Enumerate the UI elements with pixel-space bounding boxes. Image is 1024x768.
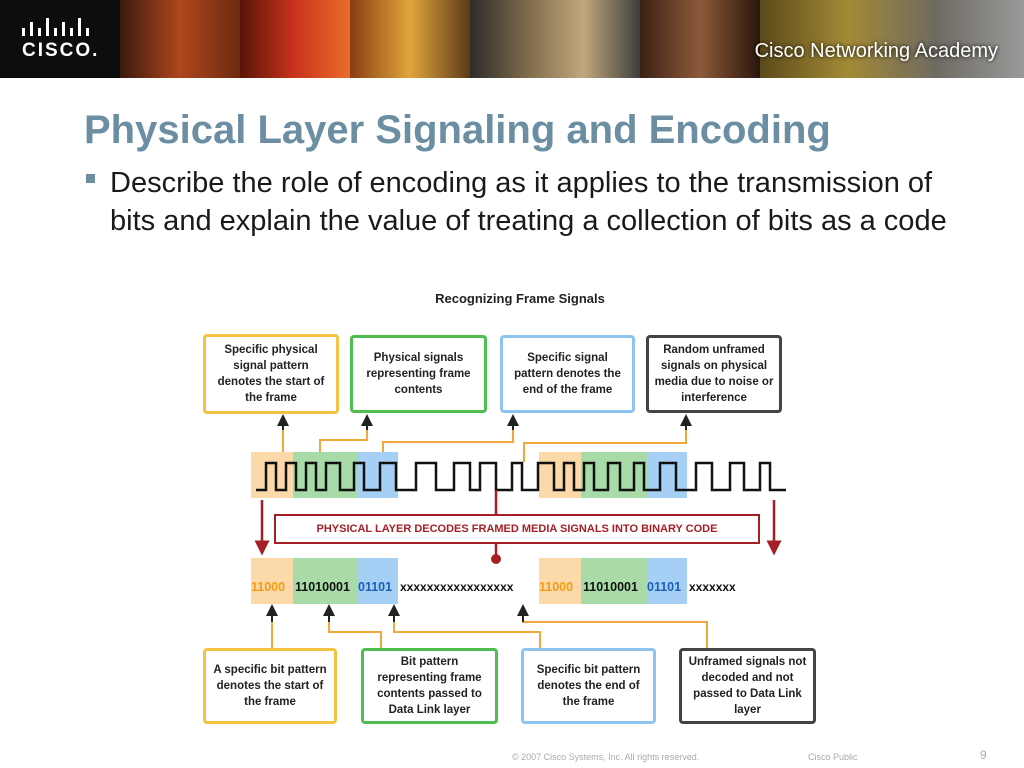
page-number: 9 xyxy=(980,748,987,762)
bits-end-bg xyxy=(358,558,398,604)
banner-photo xyxy=(760,0,1024,78)
bits-start-2: 11000 xyxy=(539,580,574,594)
bits-content-bg xyxy=(581,558,647,604)
slide-title: Physical Layer Signaling and Encoding xyxy=(84,108,831,152)
academy-brand: Cisco Networking Academy xyxy=(754,40,998,62)
bits-noise-1: xxxxxxxxxxxxxxxxx xyxy=(400,580,514,594)
header-banner: CISCO. Cisco Networking Academy xyxy=(0,0,1024,78)
top-box-noise: Random unframed signals on physical medi… xyxy=(646,335,782,413)
cisco-logo-text: CISCO. xyxy=(22,40,100,61)
signal-waveform xyxy=(256,461,786,492)
banner-photo xyxy=(240,0,350,78)
top-box-end: Specific signal pattern denotes the end … xyxy=(500,335,635,413)
bottom-box-content: Bit pattern representing frame contents … xyxy=(361,648,498,724)
bullet-marker xyxy=(86,174,95,183)
footer-classification: Cisco Public xyxy=(808,752,858,762)
bits-content-bg xyxy=(293,558,358,604)
bottom-box-start: A specific bit pattern denotes the start… xyxy=(203,648,337,724)
banner-photo xyxy=(120,0,240,78)
top-box-start: Specific physical signal pattern denotes… xyxy=(203,334,339,414)
cisco-logo-icon xyxy=(22,18,89,36)
bottom-box-noise: Unframed signals not decoded and not pas… xyxy=(679,648,816,724)
top-box-content: Physical signals representing frame cont… xyxy=(350,335,487,413)
footer-copyright: © 2007 Cisco Systems, Inc. All rights re… xyxy=(512,752,700,762)
slide-bullet: Describe the role of encoding as it appl… xyxy=(110,167,947,237)
bits-noise-2: xxxxxxx xyxy=(689,580,736,594)
bits-content-1: 11010001 xyxy=(295,580,350,594)
bits-end-1: 01101 xyxy=(358,580,393,594)
bits-start-bg xyxy=(539,558,581,604)
banner-photo xyxy=(350,0,470,78)
bits-end-2: 01101 xyxy=(647,580,682,594)
bits-start-bg xyxy=(251,558,293,604)
signal-content-segment xyxy=(581,452,647,498)
bits-end-bg xyxy=(647,558,687,604)
bits-content-2: 11010001 xyxy=(583,580,638,594)
decode-banner: PHYSICAL LAYER DECODES FRAMED MEDIA SIGN… xyxy=(274,514,760,544)
banner-photo xyxy=(470,0,640,78)
logo-area xyxy=(0,0,120,78)
bottom-box-end: Specific bit pattern denotes the end of … xyxy=(521,648,656,724)
diagram-title: Recognizing Frame Signals xyxy=(435,291,605,306)
bits-start-1: 11000 xyxy=(251,580,286,594)
banner-photo xyxy=(640,0,760,78)
decode-junction-dot xyxy=(491,554,501,564)
